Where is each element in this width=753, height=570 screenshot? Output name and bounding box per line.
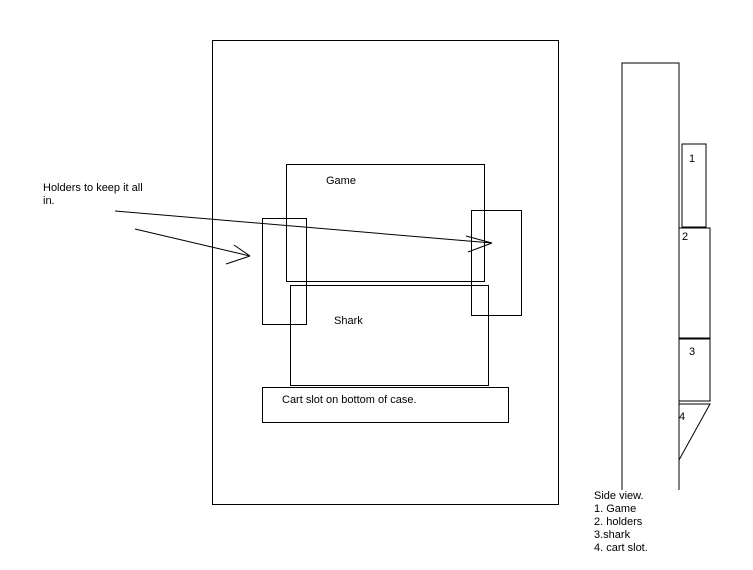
legend-line: 1. Game	[594, 503, 637, 515]
game-rect	[286, 164, 485, 282]
legend-line: Side view.	[594, 490, 644, 502]
side-part-4: 4	[679, 411, 686, 423]
arrow-right-holder	[114, 210, 493, 253]
shark-label: Shark	[334, 315, 363, 327]
shark-rect	[290, 285, 489, 386]
legend-line: 2. holders	[594, 516, 643, 528]
game-label: Game	[326, 175, 356, 187]
side-part-2: 2	[682, 231, 689, 243]
side-view-legend: Side view. 1. Game 2. holders 3.shark 4.…	[594, 490, 648, 555]
holders-note-line-1: Holders to keep it all	[43, 182, 143, 194]
side-view-layers	[678, 143, 711, 461]
legend-line: 3.shark	[594, 529, 631, 541]
holder-left-rect	[262, 218, 307, 325]
legend-line: 4. cart slot.	[594, 542, 648, 554]
side-part-3: 3	[689, 346, 696, 358]
case-outline	[212, 40, 559, 505]
side-part-1: 1	[689, 153, 696, 165]
side-view-outline	[621, 62, 680, 490]
cart-slot-label: Cart slot on bottom of case.	[282, 394, 417, 406]
cart-slot-rect	[262, 387, 509, 423]
holders-note-line-2: in.	[43, 195, 55, 207]
arrow-left-holder	[134, 228, 251, 265]
holder-right-rect	[471, 210, 522, 316]
